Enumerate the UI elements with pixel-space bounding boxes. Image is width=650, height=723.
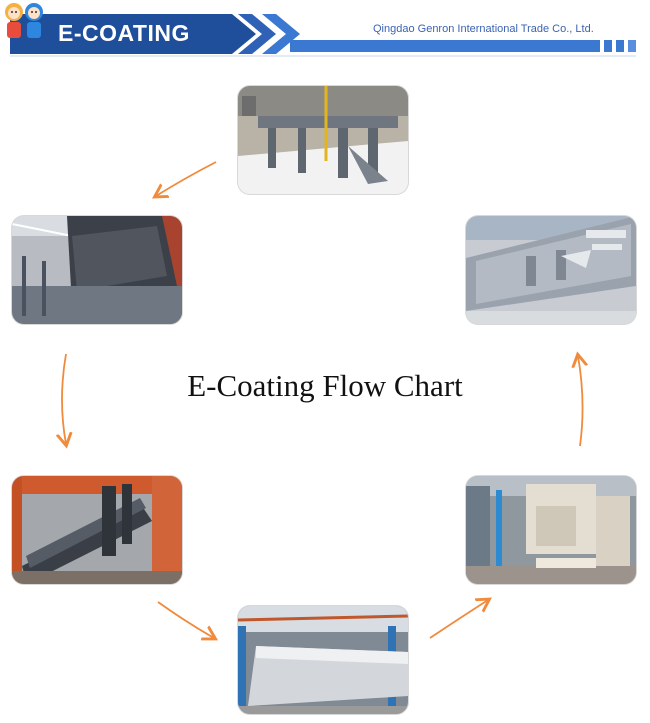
diagram-title: E-Coating Flow Chart [187, 368, 463, 403]
step-photo-bottom [238, 606, 408, 714]
mascot-logo-icon [5, 3, 43, 38]
step-photo-lower-left [12, 476, 182, 584]
step-photo-upper-left [12, 216, 182, 324]
step-photo-upper-right [466, 216, 636, 324]
banner-shapes [10, 14, 636, 57]
company-name: Qingdao Genron International Trade Co., … [373, 23, 594, 35]
step-photo-lower-right [466, 476, 636, 584]
header-banner: E-COATING Qingdao Genron International T… [0, 0, 650, 58]
arrow-lower-left-to-bottom [157, 601, 214, 638]
arrow-top-to-upper-left [156, 161, 217, 196]
arrow-bottom-to-lower-right [429, 600, 488, 639]
step-photo-top [238, 86, 408, 194]
banner-title: E-COATING [58, 20, 190, 46]
arrow-lower-right-to-upper-right [578, 356, 583, 447]
arrow-upper-left-to-lower-left [62, 353, 66, 444]
